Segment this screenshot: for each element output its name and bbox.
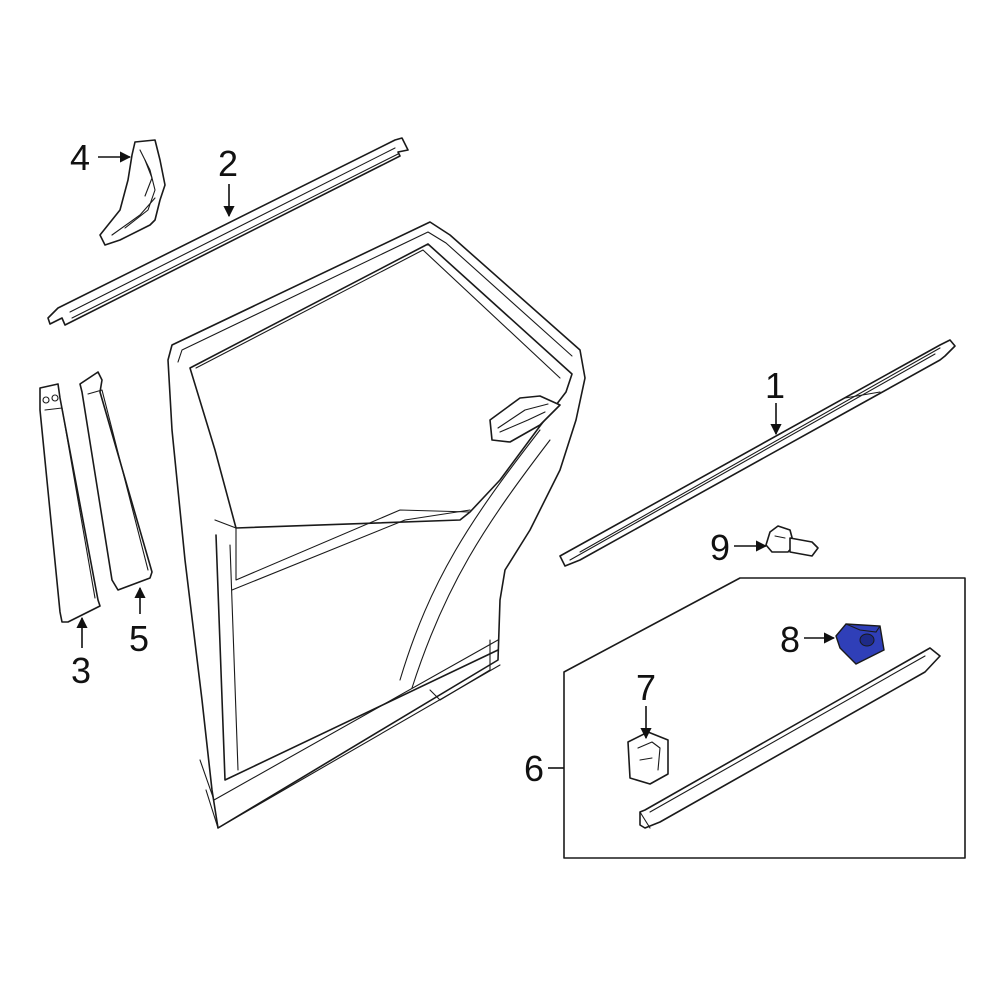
callout-4: 4	[70, 137, 132, 178]
callout-6: 6	[524, 748, 564, 789]
callout-8-number: 8	[780, 619, 800, 660]
callout-2-number: 2	[218, 143, 238, 184]
callout-3-number: 3	[71, 650, 91, 691]
callout-5: 5	[129, 586, 149, 659]
part-3-trim-strip	[39, 383, 101, 623]
callout-6-number: 6	[524, 748, 544, 789]
callout-3: 3	[71, 616, 91, 691]
part-8-highlighted-clip[interactable]	[835, 623, 885, 665]
callout-9-number: 9	[710, 527, 730, 568]
callout-7-number: 7	[636, 667, 656, 708]
part-2-upper-molding	[47, 137, 409, 326]
part-6-assembly-box	[563, 577, 966, 859]
callout-8: 8	[780, 619, 836, 660]
callout-5-number: 5	[129, 618, 149, 659]
part-4-bracket	[99, 139, 166, 246]
rear-door-illustration	[167, 221, 586, 829]
part-5-trim-strip	[79, 371, 153, 591]
callout-9: 9	[710, 527, 768, 568]
part-9-bolt	[765, 525, 819, 557]
callout-4-number: 4	[70, 137, 90, 178]
part-1-belt-molding	[559, 339, 956, 567]
callout-1: 1	[765, 365, 785, 436]
part-7-clip	[627, 731, 669, 785]
callout-7: 7	[636, 667, 656, 740]
callout-2: 2	[218, 143, 238, 218]
callout-1-number: 1	[765, 365, 785, 406]
